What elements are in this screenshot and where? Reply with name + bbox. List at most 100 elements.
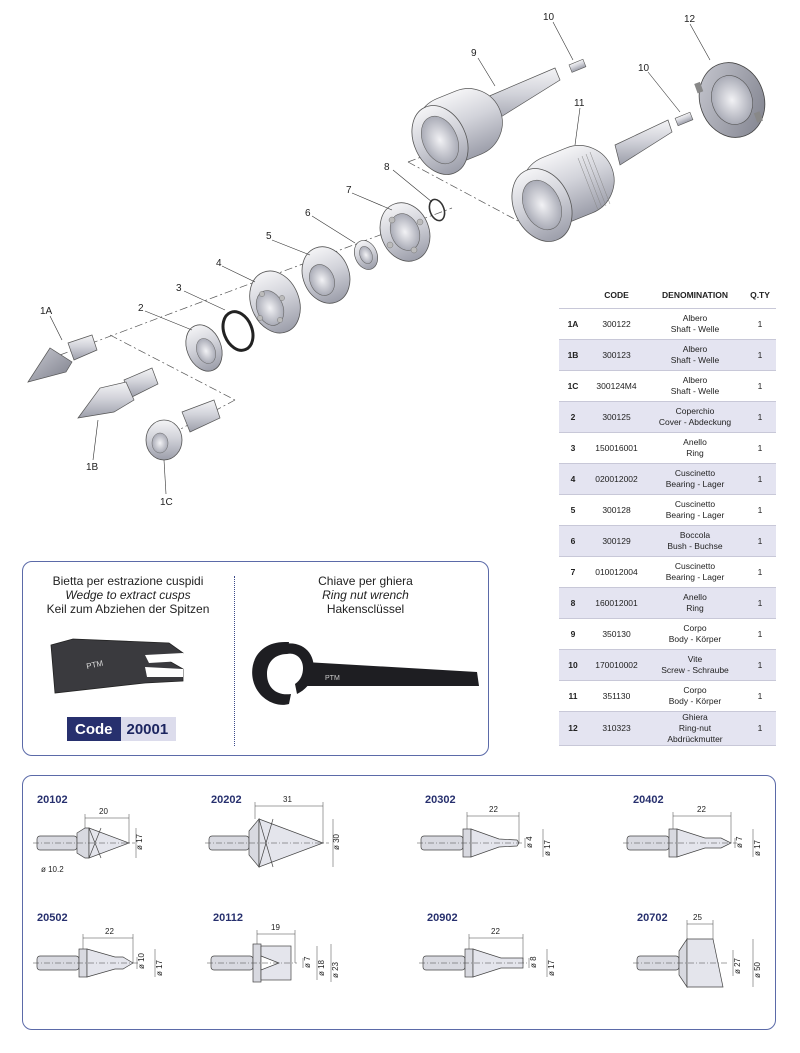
callout-10-right: 10 xyxy=(638,63,650,74)
row-qty: 1 xyxy=(744,463,776,495)
tools-panel: Bietta per estrazione cuspidi Wedge to e… xyxy=(22,561,489,756)
row-code: 010012004 xyxy=(587,556,646,588)
dim-20902-dia: ø 17 xyxy=(547,959,556,976)
callout-12: 12 xyxy=(684,14,696,25)
part-1B-shaft xyxy=(77,367,159,419)
row-position: 5 xyxy=(559,494,587,526)
callout-1C: 1C xyxy=(160,497,173,508)
denomination-line: Anello xyxy=(683,437,707,447)
row-qty: 1 xyxy=(744,339,776,371)
row-position: 1C xyxy=(559,370,587,402)
row-code: 300122 xyxy=(587,308,646,340)
row-code: 300129 xyxy=(587,525,646,557)
part-10-screw-right xyxy=(674,111,694,127)
part-11-body xyxy=(511,119,673,242)
denomination-line: Vite xyxy=(687,654,703,664)
callout-leaders xyxy=(49,21,711,495)
dim-20402-dia: ø 17 xyxy=(753,839,762,856)
denomination-line: Bearing - Lager xyxy=(665,572,725,582)
row-position: 4 xyxy=(559,463,587,495)
part-12-ring-nut xyxy=(694,62,766,138)
denomination-line: Shaft - Welle xyxy=(670,324,720,334)
tools-divider xyxy=(234,576,235,746)
row-code: 350130 xyxy=(587,618,646,650)
code-value: 20001 xyxy=(120,717,177,741)
callout-8: 8 xyxy=(384,162,390,173)
row-qty: 1 xyxy=(744,370,776,402)
row-qty: 1 xyxy=(744,308,776,340)
row-position: 11 xyxy=(559,680,587,712)
dim-20302-length: 22 xyxy=(489,805,498,814)
row-code: 310323 xyxy=(587,711,646,746)
part-4-bearing xyxy=(249,270,301,334)
header-qty: Q.TY xyxy=(744,281,776,309)
row-position: 1A xyxy=(559,308,587,340)
point-code-20102: 20102 xyxy=(37,794,68,806)
row-code: 160012001 xyxy=(587,587,646,619)
dim-20112-length: 19 xyxy=(271,923,280,932)
denomination-line: Body - Körper xyxy=(668,696,722,706)
callout-10-top: 10 xyxy=(543,12,555,23)
header-code: CODE xyxy=(587,281,646,309)
dim-20202-length: 31 xyxy=(283,795,292,804)
row-qty: 1 xyxy=(744,401,776,433)
row-code: 300128 xyxy=(587,494,646,526)
row-qty: 1 xyxy=(744,494,776,526)
row-position: 2 xyxy=(559,401,587,433)
point-code-20702: 20702 xyxy=(637,912,668,924)
dim-20102-shank: ø 10.2 xyxy=(41,865,64,874)
table-header-row: CODE DENOMINATION Q.TY xyxy=(559,281,776,309)
dim-20102-length: 20 xyxy=(99,807,108,816)
row-code: 300125 xyxy=(587,401,646,433)
row-code: 300123 xyxy=(587,339,646,371)
denomination-line: Ring xyxy=(686,448,704,458)
part-5-bearing xyxy=(301,246,351,304)
denomination-line: Cuscinetto xyxy=(674,468,716,478)
wrench-title-de: Hakensclüssel xyxy=(326,602,405,616)
row-code: 300124M4 xyxy=(587,370,646,402)
dim-20702-dia: ø 50 xyxy=(753,961,762,978)
denomination-line: Cuscinetto xyxy=(674,499,716,509)
denomination-line: Abdrückmutter xyxy=(667,734,723,744)
denomination-line: Bearing - Lager xyxy=(665,510,725,520)
wrench-image: PTM xyxy=(252,642,479,705)
row-position: 9 xyxy=(559,618,587,650)
denomination-line: Ghiera xyxy=(682,712,708,722)
denomination-line: Anello xyxy=(683,592,707,602)
wedge-logo: PTM xyxy=(86,659,105,671)
code-badge: Code 20001 xyxy=(67,717,177,741)
header-denomination: DENOMINATION xyxy=(646,281,744,309)
callout-4: 4 xyxy=(216,258,222,269)
point-code-20112: 20112 xyxy=(213,912,243,924)
header-pos xyxy=(559,281,587,309)
wrench-title-en: Ring nut wrench xyxy=(322,588,409,602)
dim-20402-tip: ø 7 xyxy=(735,836,744,848)
dim-20112-dia: ø 23 xyxy=(331,961,340,978)
dim-20502-length: 22 xyxy=(105,927,114,936)
row-position: 8 xyxy=(559,587,587,619)
row-qty: 1 xyxy=(744,587,776,619)
row-position: 1B xyxy=(559,339,587,371)
part-9-body xyxy=(411,67,561,175)
exploded-view-drawing xyxy=(27,21,766,495)
wedge-title-en: Wedge to extract cusps xyxy=(65,588,191,602)
wrench-title-it: Chiave per ghiera xyxy=(318,574,413,588)
dim-20302-tip: ø 4 xyxy=(525,836,534,848)
part-8-ring xyxy=(428,198,446,222)
wrench-logo: PTM xyxy=(325,675,340,682)
row-code: 020012002 xyxy=(587,463,646,495)
wedge-title-it: Bietta per estrazione cuspidi xyxy=(52,574,204,588)
wedge-tool: Bietta per estrazione cuspidi Wedge to e… xyxy=(23,574,233,616)
